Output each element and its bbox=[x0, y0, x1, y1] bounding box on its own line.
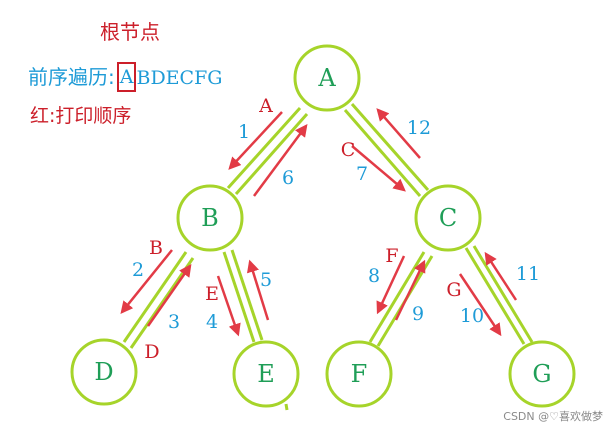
arrow-7 bbox=[351, 145, 406, 192]
legend-print-order: 红:打印顺序 bbox=[30, 105, 132, 127]
arrow-2 bbox=[120, 249, 173, 314]
step-number-12: 12 bbox=[407, 117, 431, 139]
node-b bbox=[176, 184, 244, 252]
arrow-3 bbox=[146, 263, 192, 327]
step-number-11: 11 bbox=[516, 263, 540, 285]
arrow-9 bbox=[394, 259, 426, 321]
arrow-1 bbox=[228, 111, 283, 170]
edge-c-g-1 bbox=[464, 247, 526, 345]
print-step-c: C bbox=[341, 139, 356, 161]
step-number-7: 7 bbox=[356, 163, 368, 185]
step-number-1: 1 bbox=[238, 121, 250, 143]
arrow-11 bbox=[484, 251, 518, 301]
edge-b-e-1 bbox=[222, 251, 256, 343]
step-number-2: 2 bbox=[132, 259, 144, 281]
tree-edges bbox=[122, 103, 534, 411]
arrow-12 bbox=[376, 108, 421, 159]
step-number-10: 10 bbox=[460, 305, 484, 327]
print-step-d: D bbox=[144, 341, 159, 363]
edge-stub bbox=[284, 403, 289, 411]
arrow-4 bbox=[216, 275, 241, 337]
arrow-5 bbox=[246, 259, 270, 321]
node-f-label: F bbox=[351, 360, 368, 388]
edge-a-b-1 bbox=[226, 106, 302, 190]
node-g bbox=[508, 340, 576, 408]
root-node-label: 根节点 bbox=[100, 20, 160, 44]
step-number-5: 5 bbox=[260, 269, 272, 291]
node-d-label: D bbox=[94, 358, 113, 386]
node-e-label: E bbox=[257, 360, 275, 388]
print-step-b: B bbox=[149, 237, 163, 259]
print-step-f: F bbox=[385, 245, 398, 267]
step-number-9: 9 bbox=[412, 303, 424, 325]
preorder-prefix: 前序遍历: bbox=[28, 65, 115, 89]
node-a-label: A bbox=[317, 64, 336, 92]
arrow-10 bbox=[458, 273, 502, 337]
node-d bbox=[70, 338, 138, 406]
preorder-root-highlight: A bbox=[116, 62, 137, 92]
step-number-4: 4 bbox=[206, 311, 218, 333]
node-e bbox=[232, 340, 300, 408]
print-step-a: A bbox=[258, 95, 273, 117]
watermark: CSDN @♡喜欢做梦 bbox=[503, 410, 603, 423]
node-a bbox=[293, 44, 361, 112]
step-number-8: 8 bbox=[368, 265, 380, 287]
node-c bbox=[414, 184, 482, 252]
edge-a-c-1 bbox=[350, 103, 430, 191]
arrow-8 bbox=[376, 255, 406, 315]
edge-a-c-2 bbox=[343, 109, 422, 197]
preorder-rest: BDECFG bbox=[136, 67, 223, 89]
tree-nodes bbox=[70, 44, 576, 408]
arrow-6 bbox=[252, 123, 308, 197]
node-f bbox=[325, 340, 393, 408]
edge-c-g-2 bbox=[472, 245, 534, 343]
node-c-label: C bbox=[439, 204, 457, 232]
step-number-3: 3 bbox=[168, 311, 180, 333]
edge-b-e-2 bbox=[230, 249, 264, 341]
print-step-e: E bbox=[205, 283, 219, 305]
step-number-6: 6 bbox=[282, 167, 294, 189]
node-b-label: B bbox=[201, 204, 219, 232]
traversal-arrows bbox=[120, 108, 518, 337]
node-g-label: G bbox=[532, 360, 551, 388]
edge-b-d-1 bbox=[122, 251, 188, 343]
print-step-g: G bbox=[446, 279, 461, 301]
